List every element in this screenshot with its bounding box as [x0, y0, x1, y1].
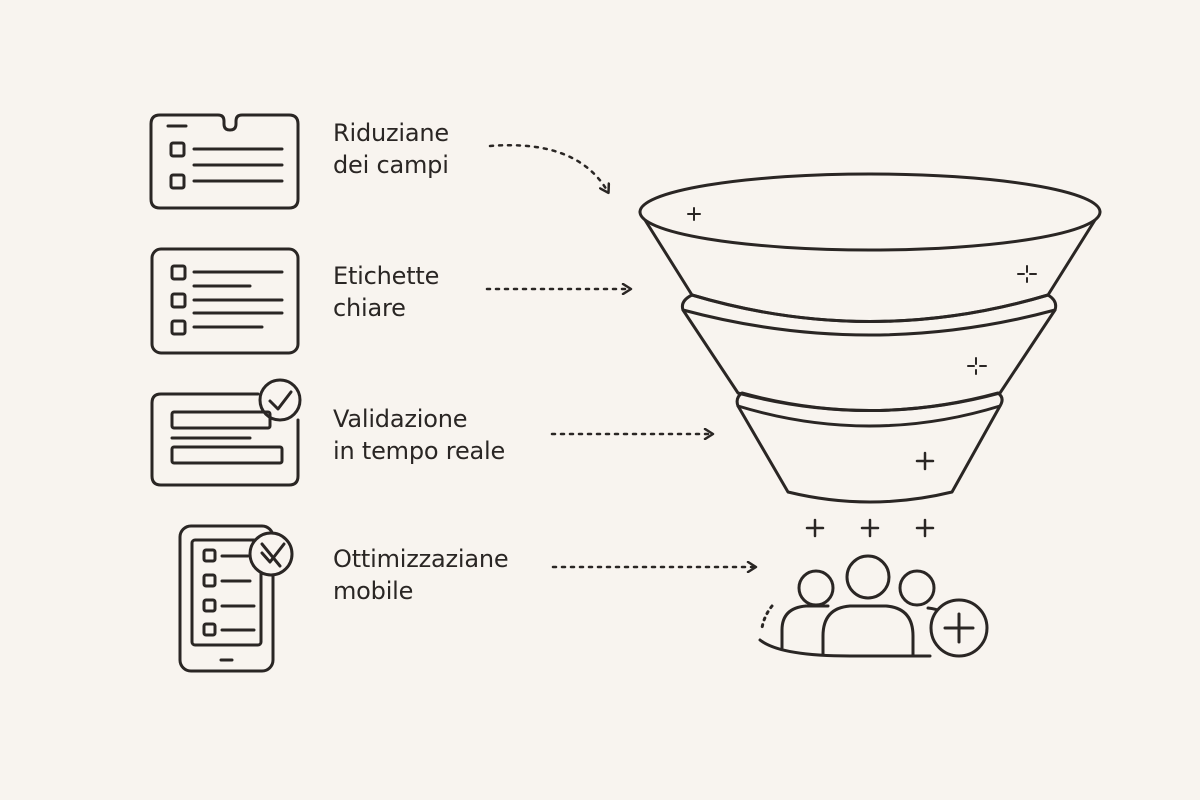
dotted-arrows [485, 143, 755, 567]
funnel-icon [638, 172, 1102, 504]
label-line-2: in tempo reale [333, 437, 506, 465]
label-line-1: Riduziane [333, 119, 449, 147]
label-line-1: Ottimizzaziane [333, 545, 509, 573]
label-clear-labels: Etichette chiare [333, 260, 439, 324]
label-line-2: dei campi [333, 151, 449, 179]
checklist-form-icon [150, 247, 300, 355]
plus-signs [805, 518, 935, 538]
label-line-1: Validazione [333, 405, 468, 433]
validated-form-icon [150, 378, 302, 487]
label-field-reduction: Riduziane dei campi [333, 117, 449, 181]
label-realtime-validation: Validazione in tempo reale [333, 403, 505, 467]
label-line-1: Etichette [333, 262, 440, 290]
label-line-2: mobile [333, 577, 414, 605]
mobile-form-icon [178, 524, 294, 673]
arrow-1 [488, 143, 608, 192]
users-group-add-icon [758, 554, 989, 658]
label-line-2: chiare [333, 294, 406, 322]
label-mobile-optimization: Ottimizzaziane mobile [333, 543, 509, 607]
form-folder-icon [149, 113, 300, 210]
